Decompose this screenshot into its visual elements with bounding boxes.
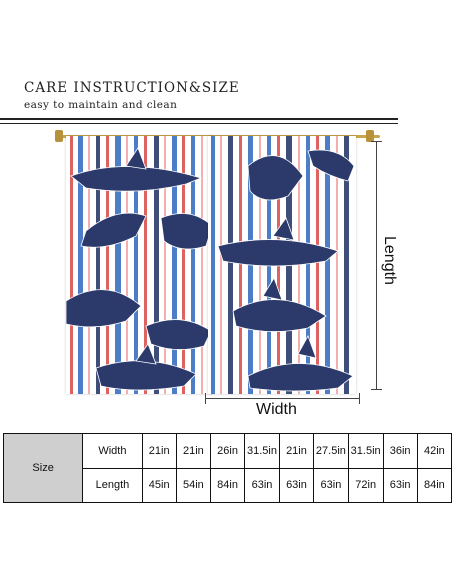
width-value: 21in: [175, 433, 211, 469]
curtain-panel-left: [66, 136, 214, 394]
width-value: 21in: [141, 433, 177, 469]
length-value: 72in: [347, 467, 384, 503]
width-value: 36in: [382, 433, 418, 469]
width-tick-left: [205, 393, 206, 404]
table-row-width: Size Width 21in 21in 26in 31.5in 21in 27…: [2, 433, 452, 503]
width-value: 21in: [278, 433, 315, 469]
width-dimension-line: [205, 398, 359, 399]
divider-top: [0, 118, 398, 120]
length-value: 84in: [416, 467, 452, 503]
curtain-panel-right: [208, 136, 356, 394]
size-heading: Size: [2, 433, 84, 503]
width-label: Width: [256, 401, 297, 418]
size-table: Size Width 21in 21in 26in 31.5in 21in 27…: [2, 433, 452, 503]
care-title: CARE INSTRUCTION&SIZE: [24, 80, 240, 96]
length-value: 54in: [175, 467, 211, 503]
divider-bottom: [0, 123, 398, 124]
rod-end-right: [366, 130, 374, 142]
length-value: 45in: [141, 467, 177, 503]
shark-pattern-left: [66, 136, 214, 394]
length-value: 63in: [313, 467, 349, 503]
care-subtitle: easy to maintain and clean: [24, 99, 178, 111]
width-value: 31.5in: [244, 433, 280, 469]
length-tick-bottom: [371, 389, 382, 390]
length-value: 63in: [278, 467, 315, 503]
shark-pattern-right: [208, 136, 356, 394]
width-value: 42in: [416, 433, 452, 469]
width-row-label: Width: [82, 433, 143, 469]
length-row-label: Length: [82, 467, 143, 503]
length-tick-top: [371, 141, 382, 142]
length-value: 63in: [244, 467, 280, 503]
length-label: Length: [381, 236, 398, 285]
width-value: 31.5in: [347, 433, 384, 469]
width-value: 26in: [209, 433, 246, 469]
length-value: 84in: [209, 467, 246, 503]
length-dimension-line: [376, 141, 377, 389]
rod-end-left: [55, 130, 63, 142]
width-value: 27.5in: [313, 433, 349, 469]
table-row-length: Length 45in 54in 84in 63in 63in 63in 72i…: [4, 467, 452, 503]
width-tick-right: [359, 393, 360, 404]
length-value: 63in: [382, 467, 418, 503]
